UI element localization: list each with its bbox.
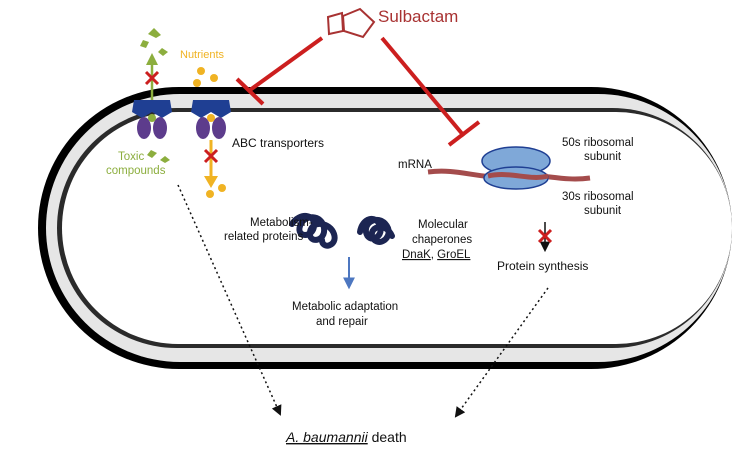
transporter-subunit [212, 117, 226, 139]
mrna-label: mRNA [398, 159, 432, 171]
toxic-particle [148, 28, 161, 38]
species-name: A. baumannii [285, 429, 369, 445]
efflux-arrow-head [146, 53, 158, 65]
inhibition-lines [235, 36, 481, 147]
block-x-icon [203, 148, 219, 164]
chaperone-separator: , [431, 249, 437, 261]
groel-name: GroEL [437, 249, 471, 261]
toxic-particle [147, 150, 157, 158]
nutrient-particle [218, 184, 226, 192]
chaperones-label-line3: DnaK, GroEL [402, 249, 471, 261]
toxic-efflux [140, 28, 170, 163]
toxic-particle [158, 48, 168, 56]
protein-synthesis-label: Protein synthesis [497, 259, 588, 273]
chaperones-label-line2: chaperones [412, 234, 472, 246]
transporter-subunit [196, 117, 210, 139]
abc-transporter-left [132, 100, 172, 139]
ribosome-50s-label-line1: 50s ribosomal [562, 137, 634, 149]
ribosome-30s-label-line2: subunit [584, 205, 622, 217]
protein-synthesis-arrow [537, 222, 553, 253]
metabolism-label-line2: related proteins [224, 231, 304, 243]
inhibition-bar-transporter [235, 77, 265, 106]
nutrient-particle [197, 67, 205, 75]
chaperones-label-line1: Molecular [418, 219, 468, 231]
protein-coils [289, 213, 395, 249]
toxic-particle [160, 156, 170, 163]
nutrient-particle [193, 79, 201, 87]
death-arrow-left [177, 184, 282, 416]
ribosome-50s-label-line2: subunit [584, 151, 622, 163]
mrna-strand-front [487, 172, 549, 180]
inhibition-line-ribosome [380, 36, 466, 138]
nutrient-uptake [193, 67, 226, 198]
transporter-subunit [153, 117, 167, 139]
nutrients-label: Nutrients [180, 49, 225, 61]
transporter-subunit [137, 117, 151, 139]
thiazolidine-ring [341, 7, 376, 39]
block-x-icon [537, 228, 553, 244]
metabolism-label-line1: Metabolism- [250, 217, 313, 229]
death-arrow-right [454, 287, 549, 418]
toxic-particle [148, 114, 156, 122]
adaptation-label-line1: Metabolic adaptation [292, 301, 398, 313]
sulbactam-molecule: Sulbactam [326, 7, 458, 39]
toxic-particle [140, 40, 149, 48]
uptake-arrow-head [204, 176, 218, 188]
transporter-top [191, 100, 231, 118]
inhibition-bar-ribosome [447, 120, 481, 147]
chaperone-protein-coil [357, 215, 395, 245]
adaptation-label-line2: and repair [316, 316, 368, 328]
ribosome-30s-label-line1: 30s ribosomal [562, 191, 634, 203]
beta-lactam-ring [326, 11, 345, 36]
death-word: death [368, 429, 407, 445]
block-x-icon [144, 70, 160, 86]
dnak-name: DnaK [402, 249, 431, 261]
abc-transporter-right [191, 100, 231, 139]
inhibition-line-transporter [248, 36, 324, 92]
cytoplasm [62, 112, 732, 344]
transporter-top [132, 100, 172, 118]
metabolism-protein-coil [289, 213, 338, 249]
nutrient-particle [206, 190, 214, 198]
toxic-label-line2: compounds [106, 165, 166, 177]
abc-transporters-label: ABC transporters [232, 136, 324, 150]
sulbactam-label: Sulbactam [378, 7, 458, 26]
death-label: A. baumannii death [285, 429, 407, 445]
nutrient-particle [210, 74, 218, 82]
nutrient-particle [207, 114, 215, 122]
toxic-label-line1: Toxic [118, 151, 144, 163]
ribosome [427, 146, 591, 190]
